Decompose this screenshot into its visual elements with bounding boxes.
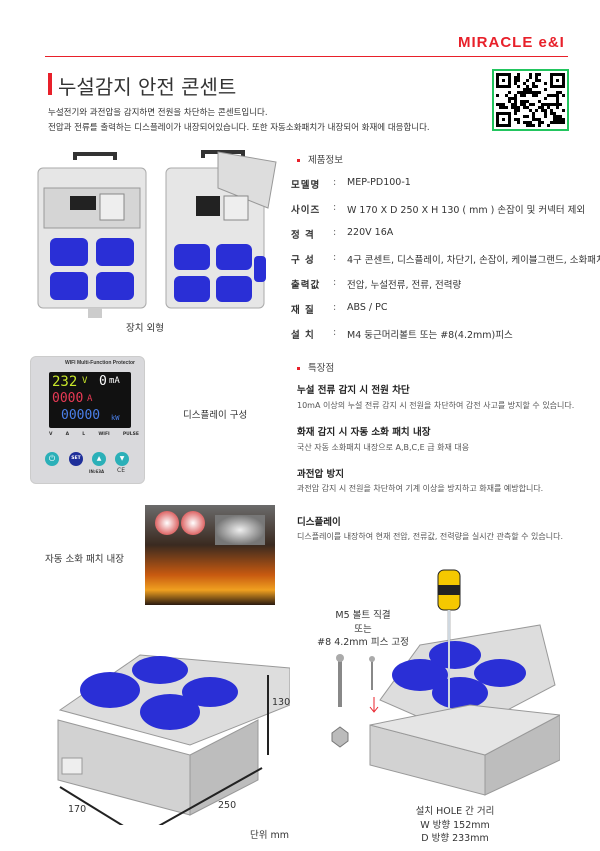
spec-value: M4 둥근머리볼트 또는 #8(4.2mm)피스 xyxy=(347,330,513,341)
spec-key: 모델명 xyxy=(291,180,321,191)
brand-logo: MIRACLE e&I xyxy=(458,34,565,51)
dim-depth: 250 xyxy=(218,800,237,811)
spec-key: 설 치 xyxy=(291,330,315,341)
down-button-icon: ▼ xyxy=(115,452,129,466)
dim-unit: 단위 mm xyxy=(250,830,290,841)
feature-title: 누설 전류 감지 시 전원 차단 xyxy=(297,385,410,396)
feature-desc: 과전압 감지 시 전원을 차단하여 기계 이상을 방지하고 화재를 예방합니다. xyxy=(297,484,544,493)
spec-value: W 170 X D 250 X H 130 ( mm ) 손잡이 및 커넥터 제… xyxy=(347,205,586,216)
display-panel-brand: WIFI Multi-Function Protector xyxy=(65,360,135,366)
spec-key: 재 질 xyxy=(291,305,315,316)
spec-value: 220V 16A xyxy=(347,227,394,238)
page-title: 누설감지 안전 콘센트 xyxy=(58,75,237,99)
spec-row: 사이즈:W 170 X D 250 X H 130 ( mm ) 손잡이 및 커… xyxy=(291,202,586,216)
spec-value: 4구 콘센트, 디스플레이, 차단기, 손잡이, 케이블그랜드, 소화패치 xyxy=(347,255,600,266)
spec-key: 정 격 xyxy=(291,230,315,241)
display-screen: 232 V 0 mA 0000 A 00000 kW xyxy=(49,372,131,428)
fire-extinguishing-patch-image xyxy=(145,505,275,605)
qr-code[interactable] xyxy=(492,69,569,131)
features-heading: 특장점 xyxy=(297,360,334,374)
spec-key: 출력값 xyxy=(291,280,321,291)
exterior-caption: 장치 외형 xyxy=(126,323,164,334)
spec-row: 구 성:4구 콘센트, 디스플레이, 차단기, 손잡이, 케이블그랜드, 소화패… xyxy=(291,252,600,266)
display-caption: 디스플레이 구성 xyxy=(183,410,248,421)
power-button-icon: ⏻ xyxy=(45,452,59,466)
spec-row: 설 치:M4 둥근머리볼트 또는 #8(4.2mm)피스 xyxy=(291,327,513,341)
feature-title: 과전압 방지 xyxy=(297,469,345,480)
feature-desc: 디스플레이를 내장하여 현재 전압, 전류값, 전력량을 실시간 관측할 수 있… xyxy=(297,532,564,541)
feature-title: 디스플레이 xyxy=(297,517,341,528)
spec-key: 구 성 xyxy=(291,255,315,266)
feature-desc: 10mA 이상의 누설 전류 감지 시 전원을 차단하여 감전 사고를 방지할 … xyxy=(297,401,575,410)
spec-value: ABS / PC xyxy=(347,302,388,313)
dim-height: 130 xyxy=(272,697,291,708)
spec-value: 전압, 누설전류, 전류, 전력량 xyxy=(347,280,462,291)
description-line: 전압과 전류를 출력하는 디스플레이가 내장되어있습니다. 또한 자동소화패치가… xyxy=(48,123,430,133)
description-line: 누설전기와 과전압을 감지하면 전원을 차단하는 콘센트입니다. xyxy=(48,108,268,118)
header-divider xyxy=(45,56,568,57)
spec-value: MEP-PD100-1 xyxy=(347,177,411,188)
spec-key: 사이즈 xyxy=(291,205,321,216)
spec-row: 출력값:전압, 누설전류, 전류, 전력량 xyxy=(291,277,462,291)
dim-width: 170 xyxy=(68,804,87,815)
display-panel-image: WIFI Multi-Function Protector 232 V 0 mA… xyxy=(30,356,145,484)
title-accent-bar xyxy=(48,73,52,95)
device-exterior-image xyxy=(37,150,277,318)
installation-drawing xyxy=(331,569,560,796)
spec-row: 재 질:ABS / PC xyxy=(291,302,388,316)
spec-row: 정 격:220V 16A xyxy=(291,227,394,241)
dimension-drawing xyxy=(57,654,290,825)
set-button-icon: SET xyxy=(69,452,83,466)
spec-row: 모델명:MEP-PD100-1 xyxy=(291,177,411,191)
feature-title: 화재 감지 시 자동 소화 패치 내장 xyxy=(297,427,431,438)
patch-caption: 자동 소화 패치 내장 xyxy=(45,554,124,565)
spec-heading: 제품정보 xyxy=(297,152,343,166)
up-button-icon: ▲ xyxy=(92,452,106,466)
feature-desc: 국산 자동 소화패치 내장으로 A,B,C,E 급 화재 대응 xyxy=(297,443,470,452)
